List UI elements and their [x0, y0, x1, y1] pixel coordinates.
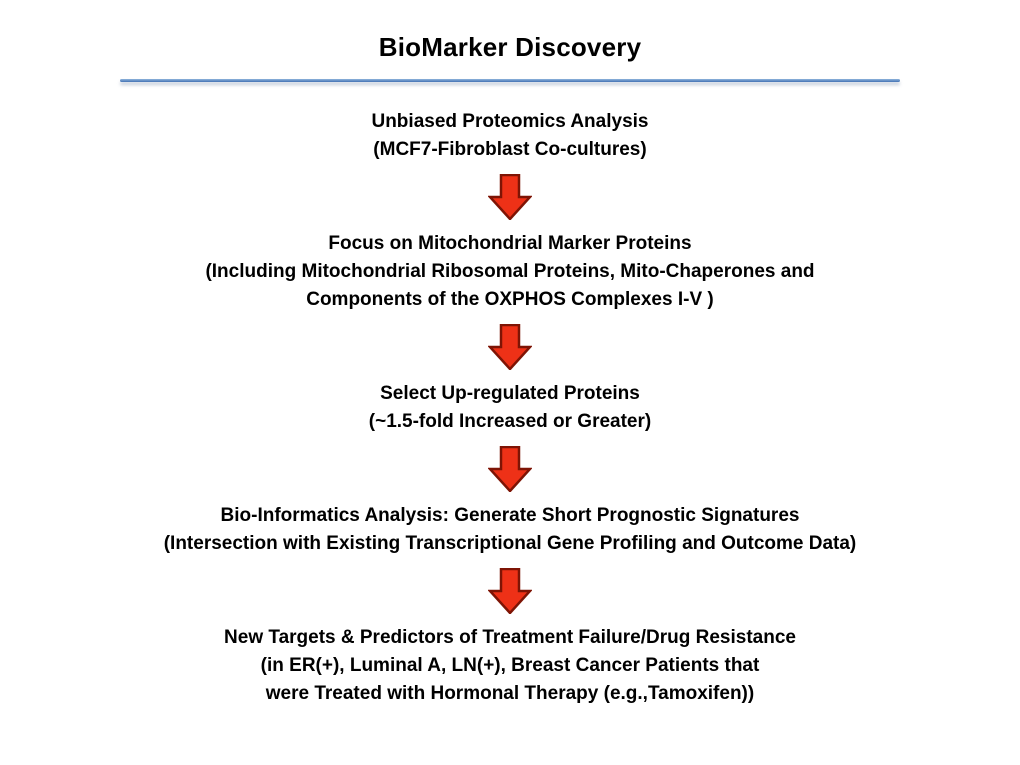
flow-step-4: Bio-Informatics Analysis: Generate Short…: [164, 502, 857, 558]
down-arrow-icon: [488, 174, 532, 220]
down-arrow-shape: [488, 324, 532, 370]
flow-step-5: New Targets & Predictors of Treatment Fa…: [224, 624, 796, 708]
down-arrow-shape: [488, 174, 532, 220]
down-arrow-icon: [488, 446, 532, 492]
down-arrow-shape: [488, 568, 532, 614]
page-title: BioMarker Discovery: [378, 32, 642, 62]
step-text-line: Unbiased Proteomics Analysis: [371, 111, 649, 132]
step-text-line: (~1.5-fold Increased or Greater): [368, 411, 652, 432]
flow-step-1: Unbiased Proteomics Analysis (MCF7-Fibro…: [371, 108, 648, 164]
step-text-line: (Including Mitochondrial Ribosomal Prote…: [205, 261, 815, 282]
step-text-line: Focus on Mitochondrial Marker Proteins: [328, 233, 692, 254]
flow-step-2: Focus on Mitochondrial Marker Proteins (…: [205, 230, 814, 314]
down-arrow-shape: [488, 446, 532, 492]
step-text-line: (in ER(+), Luminal A, LN(+), Breast Canc…: [260, 655, 760, 676]
step-text-line: Bio-Informatics Analysis: Generate Short…: [220, 505, 800, 526]
step-text-line: Components of the OXPHOS Complexes I-V ): [306, 289, 714, 310]
title-divider-line: [120, 79, 900, 82]
step-text-line: were Treated with Hormonal Therapy (e.g.…: [265, 683, 755, 704]
step-text-line: (MCF7-Fibroblast Co-cultures): [373, 139, 647, 160]
step-text-line: (Intersection with Existing Transcriptio…: [163, 533, 857, 554]
down-arrow-icon: [488, 324, 532, 370]
step-text-line: New Targets & Predictors of Treatment Fa…: [224, 627, 796, 648]
flow-step-3: Select Up-regulated Proteins (~1.5-fold …: [369, 380, 651, 436]
down-arrow-icon: [488, 568, 532, 614]
step-text-line: Select Up-regulated Proteins: [380, 383, 640, 404]
flowchart: Unbiased Proteomics Analysis (MCF7-Fibro…: [0, 108, 1020, 708]
